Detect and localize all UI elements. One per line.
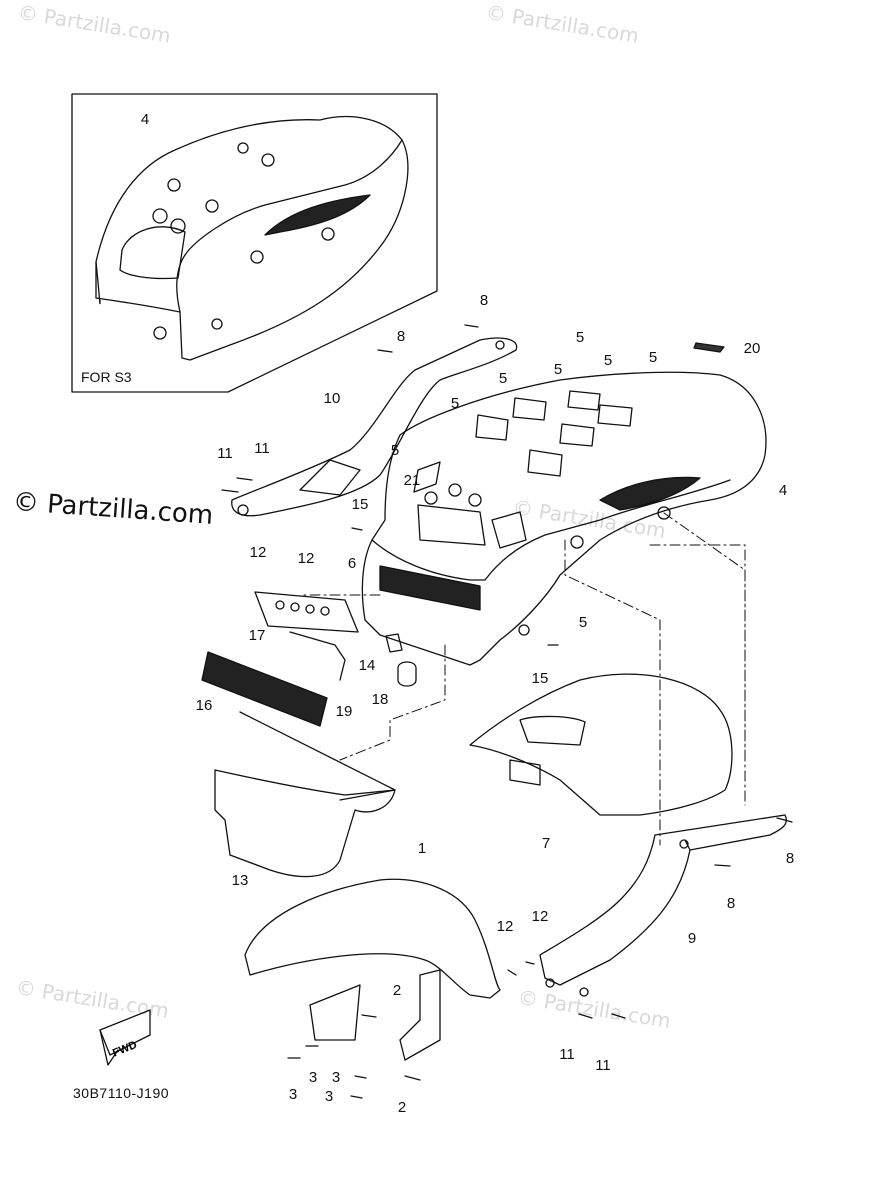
collar-drawing [385, 633, 403, 653]
callout-11: 11 [595, 1057, 611, 1074]
callout-5: 5 [451, 395, 459, 412]
callout-1: 1 [418, 840, 426, 857]
callout-15: 15 [532, 670, 549, 687]
callout-21: 21 [404, 472, 421, 489]
callout-16: 16 [196, 697, 213, 714]
callout-5: 5 [554, 361, 562, 378]
inset-frame [71, 93, 438, 393]
rear-fender-drawing [361, 371, 767, 666]
callout-2: 2 [398, 1099, 406, 1116]
side-bracket-drawing [539, 814, 787, 997]
callout-5: 5 [649, 349, 657, 366]
callout-12: 12 [250, 544, 267, 561]
callout-15: 15 [352, 496, 369, 513]
callout-10: 10 [324, 390, 341, 407]
callout-11: 11 [559, 1046, 575, 1063]
callout-12: 12 [298, 550, 315, 567]
inset-rear-fender-drawing [95, 115, 409, 361]
callout-8: 8 [727, 895, 735, 912]
callout-2: 2 [393, 982, 401, 999]
callout-4: 4 [779, 482, 787, 499]
callout-6: 6 [348, 555, 356, 572]
inner-fender-drawing [469, 673, 733, 816]
callout-12: 12 [497, 918, 514, 935]
front-fender-drawing [244, 878, 501, 1061]
callout-5: 5 [604, 352, 612, 369]
fwd-label: FWD [111, 1039, 139, 1060]
callout-17: 17 [249, 627, 266, 644]
callout-19: 19 [336, 703, 353, 720]
callout-5: 5 [576, 329, 584, 346]
fwd-arrow-shape [99, 1009, 151, 1056]
callout-12: 12 [532, 908, 549, 925]
callout-8: 8 [480, 292, 488, 309]
reflector-drawing [379, 565, 481, 611]
callout-5: 5 [579, 614, 587, 631]
callout-13: 13 [232, 872, 249, 889]
bracket-drawing [254, 591, 359, 633]
callout-3: 3 [309, 1069, 317, 1086]
callout-5: 5 [499, 370, 507, 387]
callout-labels: 4 8 8 5 5 5 5 5 5 5 5 20 10 11 11 21 15 … [141, 111, 794, 1116]
callout-20: 20 [744, 340, 761, 357]
callout-8: 8 [786, 850, 794, 867]
callout-4: 4 [141, 111, 149, 128]
fasteners [221, 324, 793, 1099]
callout-18: 18 [372, 691, 389, 708]
callout-3: 3 [325, 1088, 333, 1105]
grab-bar-drawing [231, 337, 518, 517]
callout-3: 3 [289, 1086, 297, 1103]
damper-drawing [397, 661, 417, 687]
callout-14: 14 [359, 657, 376, 674]
callout-9: 9 [688, 930, 696, 947]
callout-8: 8 [397, 328, 405, 345]
callout-11: 11 [254, 440, 270, 457]
inset-caption: FOR S3 [81, 369, 132, 385]
callout-7: 7 [542, 835, 550, 852]
license-bracket-drawing [214, 711, 396, 878]
callout-11: 11 [217, 445, 233, 462]
callout-3: 3 [332, 1069, 340, 1086]
callout-5: 5 [391, 442, 399, 459]
wire-harness-drawing [289, 631, 346, 681]
drawing-code: 30B7110-J190 [73, 1085, 170, 1101]
strip-drawing [201, 651, 328, 727]
